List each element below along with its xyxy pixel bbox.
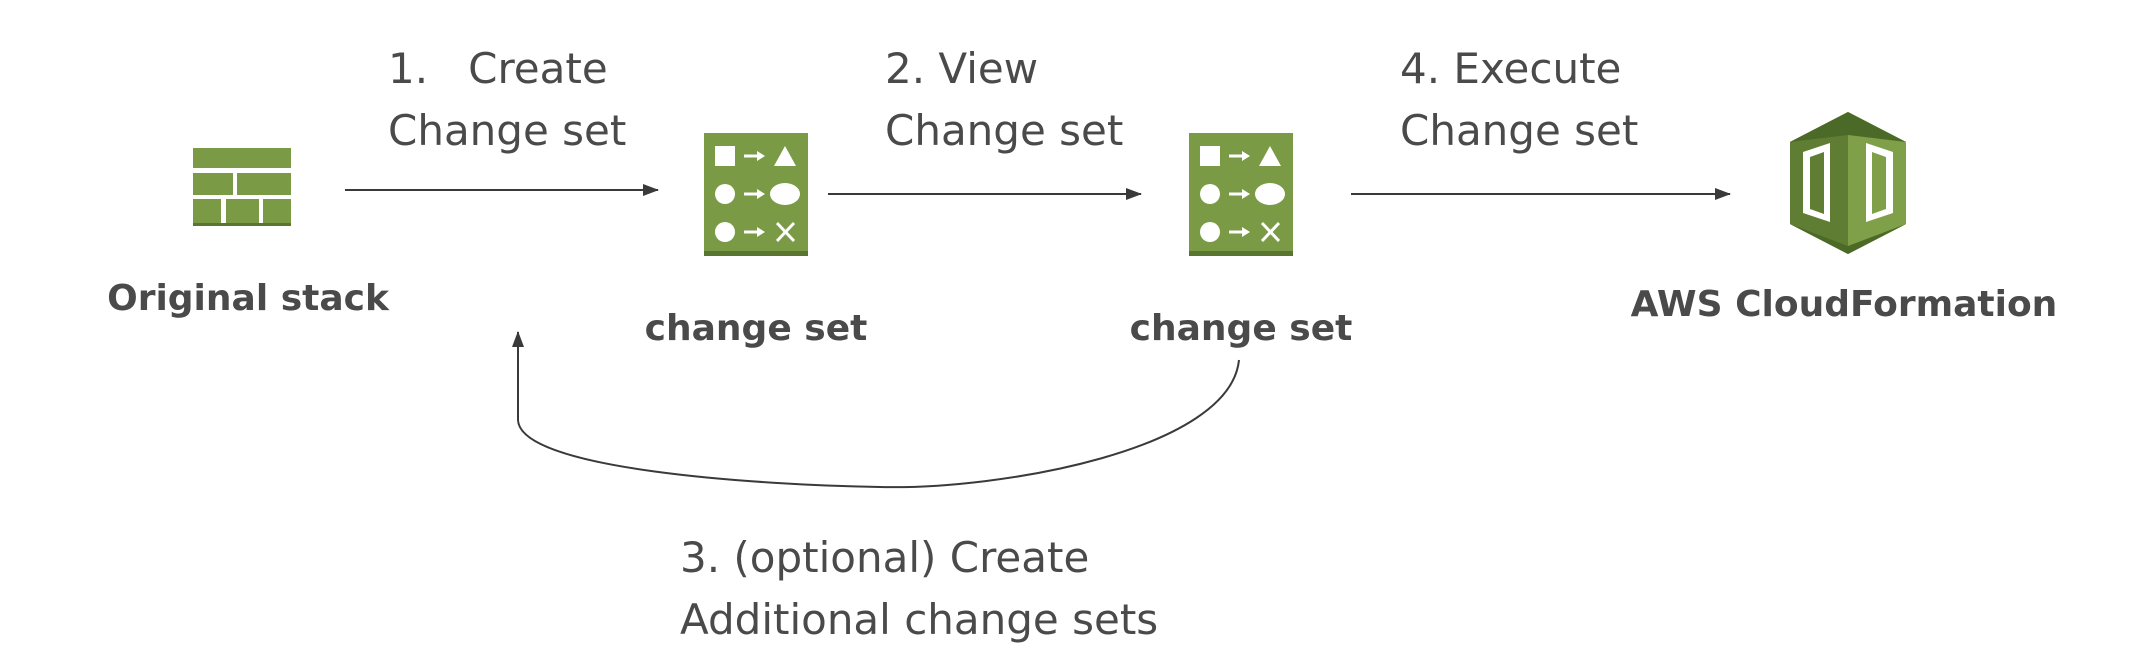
change-set-1-label: change set	[645, 308, 868, 349]
step1-line2: Change set	[388, 106, 626, 155]
step3-line1: 3. (optional) Create	[680, 533, 1089, 582]
step2-line1: 2. View	[885, 44, 1038, 93]
step4-line1: 4. Execute	[1400, 44, 1621, 93]
step3-line2: Additional change sets	[680, 595, 1158, 644]
stack-icon	[193, 148, 291, 226]
step2-line2: Change set	[885, 106, 1123, 155]
arrow-optional-additional-change-sets	[512, 331, 1240, 489]
cloudformation-label: AWS CloudFormation	[1631, 284, 2058, 325]
original-stack-label: Original stack	[107, 278, 390, 319]
change-set-icon	[1189, 133, 1293, 256]
change-set-2-label: change set	[1130, 308, 1353, 349]
change-set-icon	[704, 133, 808, 256]
cloudformation-icon	[1790, 112, 1906, 254]
step4-line2: Change set	[1400, 106, 1638, 155]
step1-line1: 1. Create	[388, 44, 608, 93]
